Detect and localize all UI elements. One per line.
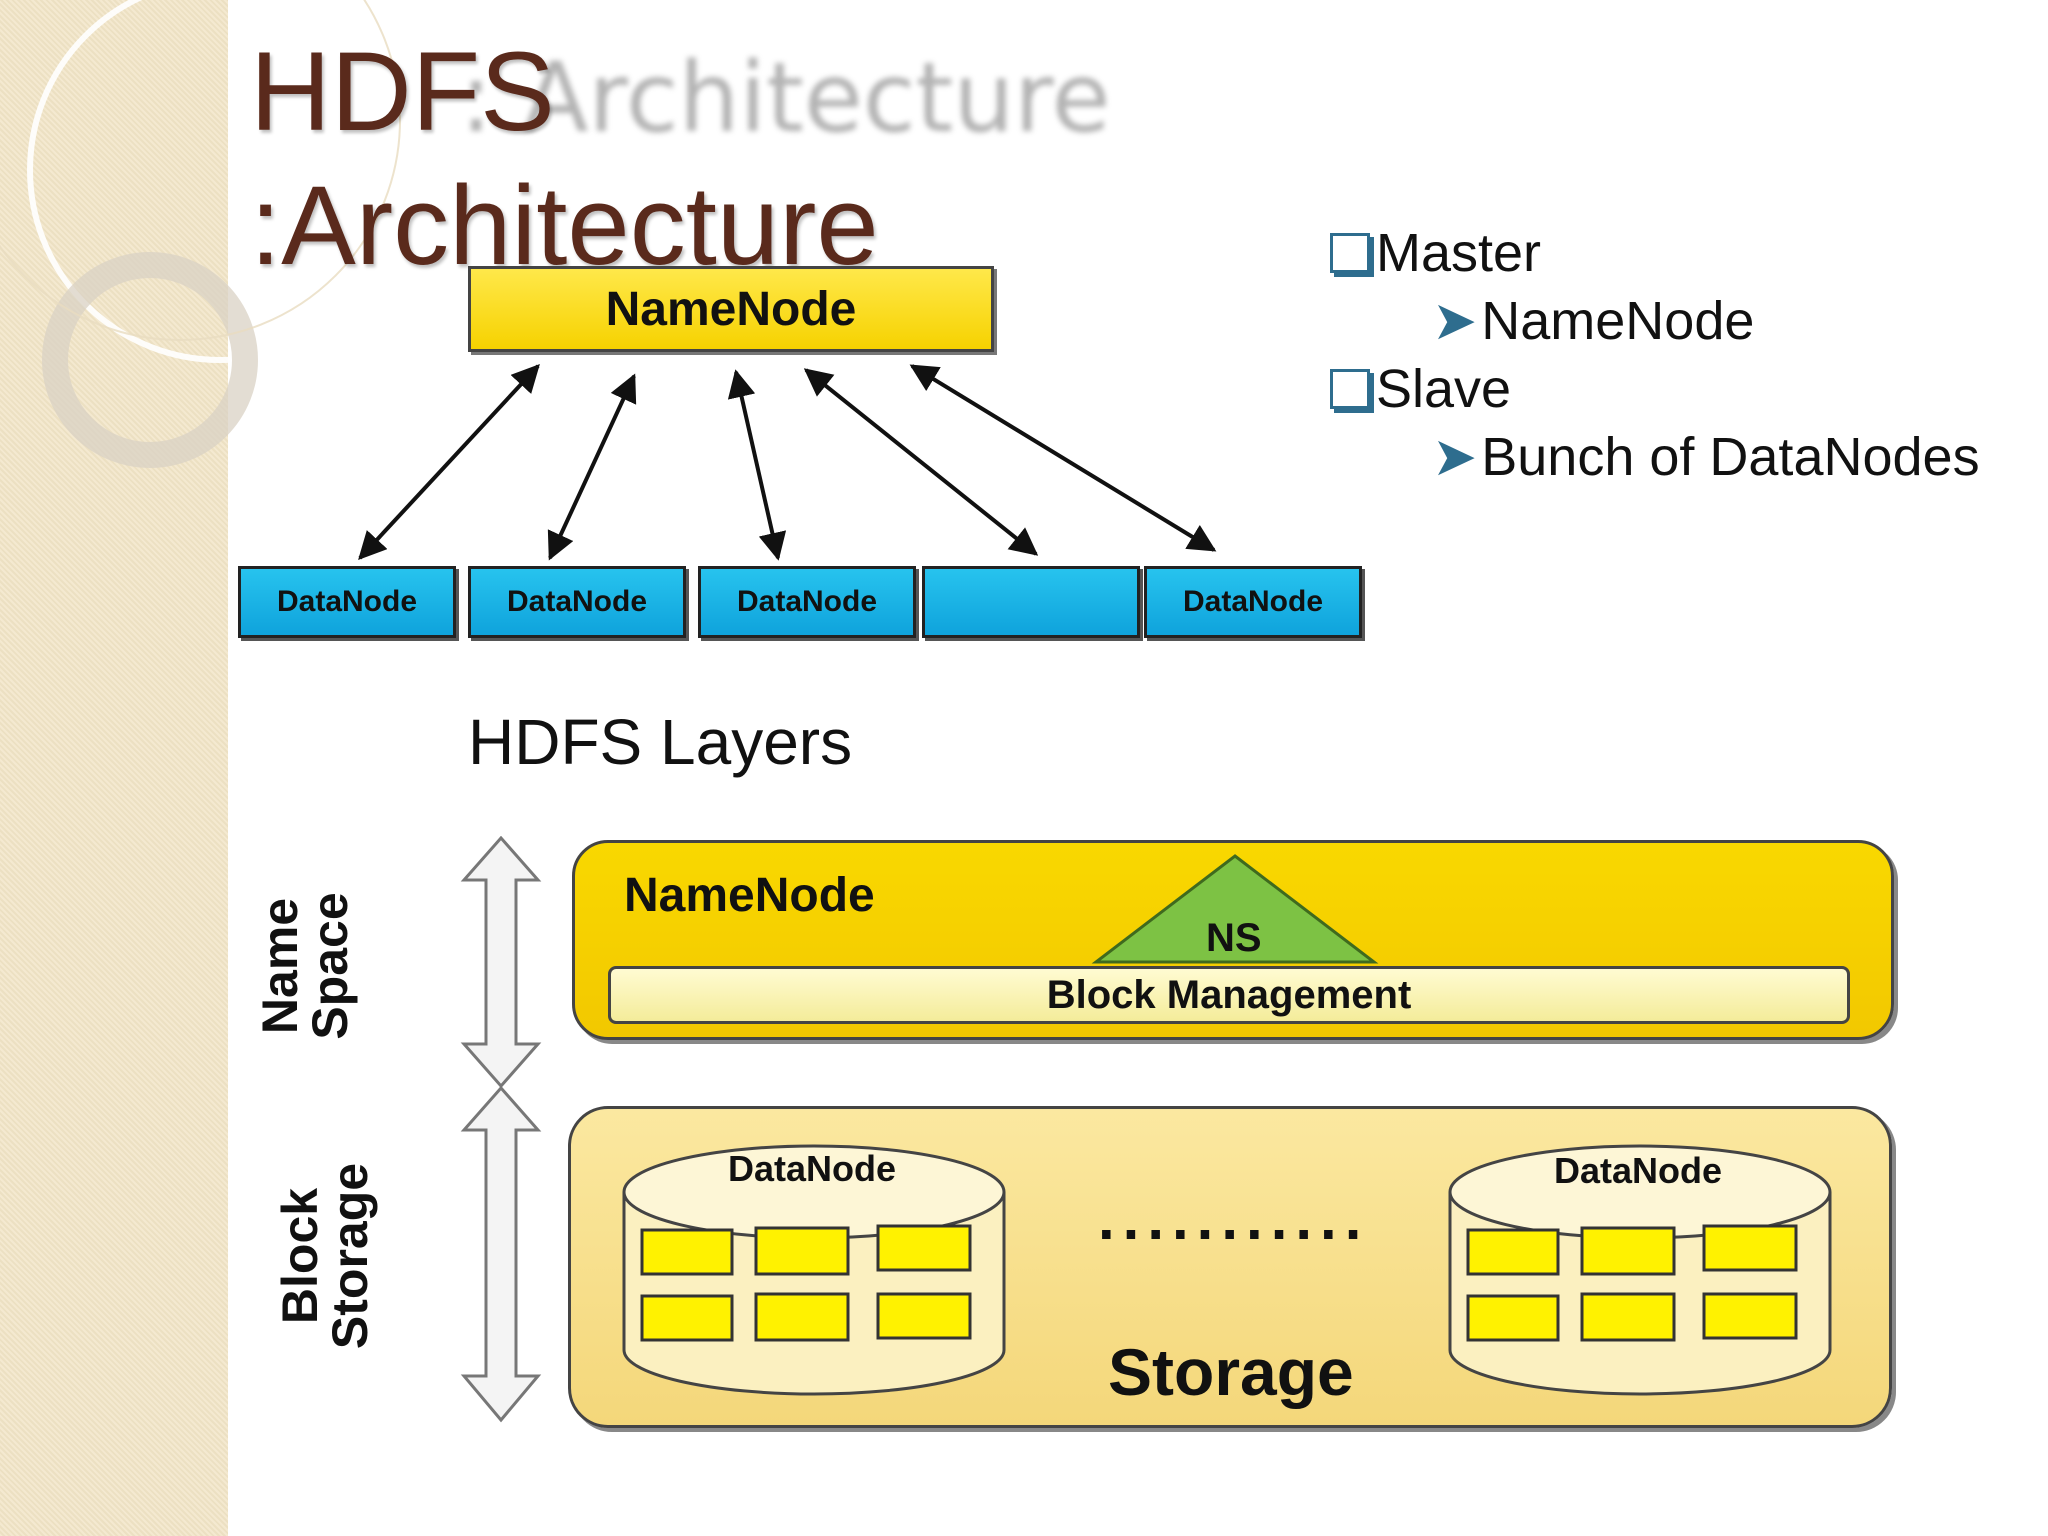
block xyxy=(754,1292,850,1342)
sub-bullet-datanodes: ➤Bunch of DataNodes xyxy=(1432,430,1980,484)
block xyxy=(640,1294,734,1342)
block-management-bar: Block Management xyxy=(608,966,1850,1024)
datanode-box: DataNode xyxy=(1144,566,1362,638)
bullet-text: Master xyxy=(1376,223,1542,283)
label-line: Name xyxy=(252,897,308,1035)
connector-arrow xyxy=(909,364,1217,552)
datanode-box: DataNode xyxy=(698,566,916,638)
ring-outline xyxy=(0,0,401,341)
layer-arrows xyxy=(460,836,542,1423)
ellipsis-dots: ........... xyxy=(1098,1185,1370,1252)
namespace-double-arrow-icon xyxy=(460,836,542,1089)
block xyxy=(1702,1292,1798,1340)
bullet-slave: Slave xyxy=(1330,362,1511,416)
storage-double-arrow-icon xyxy=(460,1085,542,1423)
label-line: Block xyxy=(272,1187,328,1325)
datanode-box: DataNode xyxy=(238,566,456,638)
block-storage-label: Block Storage xyxy=(272,1151,395,1361)
datanode-box: DataNode xyxy=(468,566,686,638)
page-title-line1: HDFS xyxy=(250,29,555,154)
block xyxy=(876,1224,972,1272)
ghost-title: : Architecture xyxy=(460,42,1111,154)
label-line: Storage xyxy=(322,1162,378,1350)
block xyxy=(1466,1228,1560,1276)
block xyxy=(1580,1226,1676,1276)
label-line: Space xyxy=(302,892,358,1040)
name-space-label: Name Space xyxy=(252,891,375,1041)
bullet-master: Master xyxy=(1330,226,1541,280)
ring-small xyxy=(42,252,258,468)
connector-arrow xyxy=(547,373,637,561)
namenode-box: NameNode xyxy=(468,266,994,352)
connector-arrow xyxy=(727,369,787,561)
connector-arrow xyxy=(803,368,1039,556)
datanode-cylinder-right xyxy=(1448,1144,1832,1396)
block xyxy=(1580,1292,1676,1342)
datanode-left-label: DataNode xyxy=(727,1148,897,1189)
square-bullet-icon xyxy=(1330,369,1370,409)
arrow-bullet-icon: ➤ xyxy=(1432,291,1478,351)
sidebar-panel xyxy=(0,0,228,1536)
namenode-layer-label: NameNode xyxy=(624,869,875,922)
ns-triangle-shape xyxy=(1091,854,1379,964)
block xyxy=(1702,1224,1798,1272)
block xyxy=(754,1226,850,1276)
arrow-bullet-icon: ➤ xyxy=(1432,427,1478,487)
sub-bullet-text: Bunch of DataNodes xyxy=(1481,427,1980,487)
datanode-cylinder-left xyxy=(622,1144,1006,1396)
architecture-connectors xyxy=(358,363,1217,561)
ns-triangle xyxy=(1091,854,1379,964)
datanode-right-label: DataNode xyxy=(1553,1150,1723,1191)
decorative-rings xyxy=(0,0,413,468)
connector-arrow xyxy=(358,363,540,561)
sub-bullet-text: NameNode xyxy=(1481,291,1755,351)
layers-title: HDFS Layers xyxy=(468,706,853,778)
block xyxy=(640,1228,734,1276)
sub-bullet-namenode: ➤NameNode xyxy=(1432,294,1754,348)
square-bullet-icon xyxy=(1330,233,1370,273)
block xyxy=(876,1292,972,1340)
ns-label: NS xyxy=(1206,916,1262,960)
page-title-line2: :Architecture xyxy=(250,163,879,288)
block xyxy=(1466,1294,1560,1342)
datanode-box xyxy=(922,566,1140,638)
storage-label: Storage xyxy=(1108,1335,1354,1409)
bullet-text: Slave xyxy=(1376,359,1512,419)
ring-large xyxy=(27,0,413,363)
